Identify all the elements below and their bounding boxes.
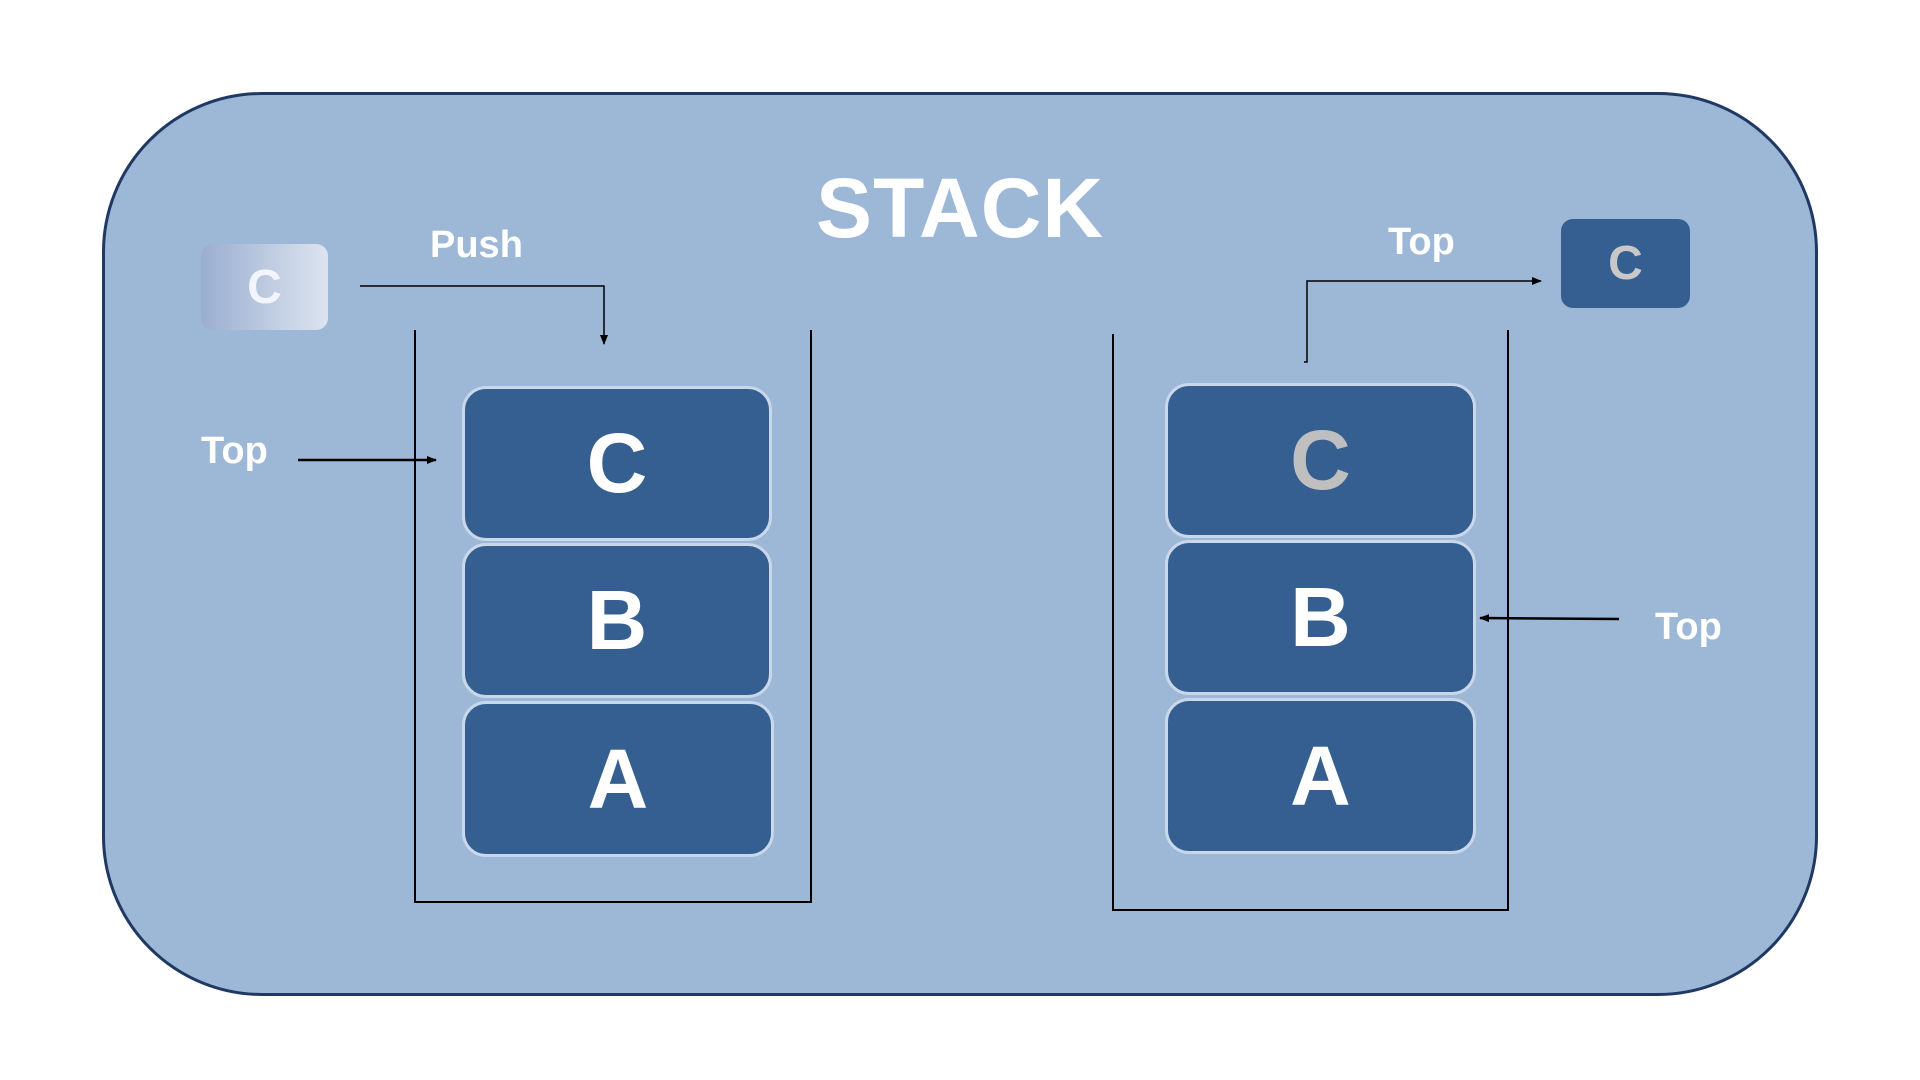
pop-stack-block-b: B	[1165, 540, 1476, 695]
push-stack-block-c: C	[462, 386, 772, 541]
left-top-label: Top	[201, 430, 268, 472]
pop-block-c-letter: C	[1290, 413, 1351, 507]
diagram-panel	[102, 92, 1818, 996]
pop-block-a-letter: A	[1290, 728, 1351, 823]
right-top-label: Top	[1655, 606, 1722, 648]
popped-c-letter: C	[1608, 237, 1643, 290]
pop-block-b-letter: B	[1290, 570, 1351, 664]
push-label: Push	[430, 224, 523, 266]
pop-top-label: Top	[1388, 221, 1455, 263]
push-block-a-letter: A	[587, 731, 649, 826]
pop-stack-block-a: A	[1165, 698, 1476, 854]
push-stack-block-a: A	[462, 701, 774, 857]
incoming-c-chip: C	[201, 244, 328, 330]
push-block-b-letter: B	[586, 573, 648, 667]
incoming-c-letter: C	[247, 260, 282, 314]
pop-stack-block-c: C	[1165, 383, 1476, 538]
diagram-title: STACK	[815, 161, 1105, 255]
push-block-c-letter: C	[586, 416, 648, 510]
popped-c-chip: C	[1561, 219, 1690, 308]
push-stack-block-b: B	[462, 543, 772, 698]
